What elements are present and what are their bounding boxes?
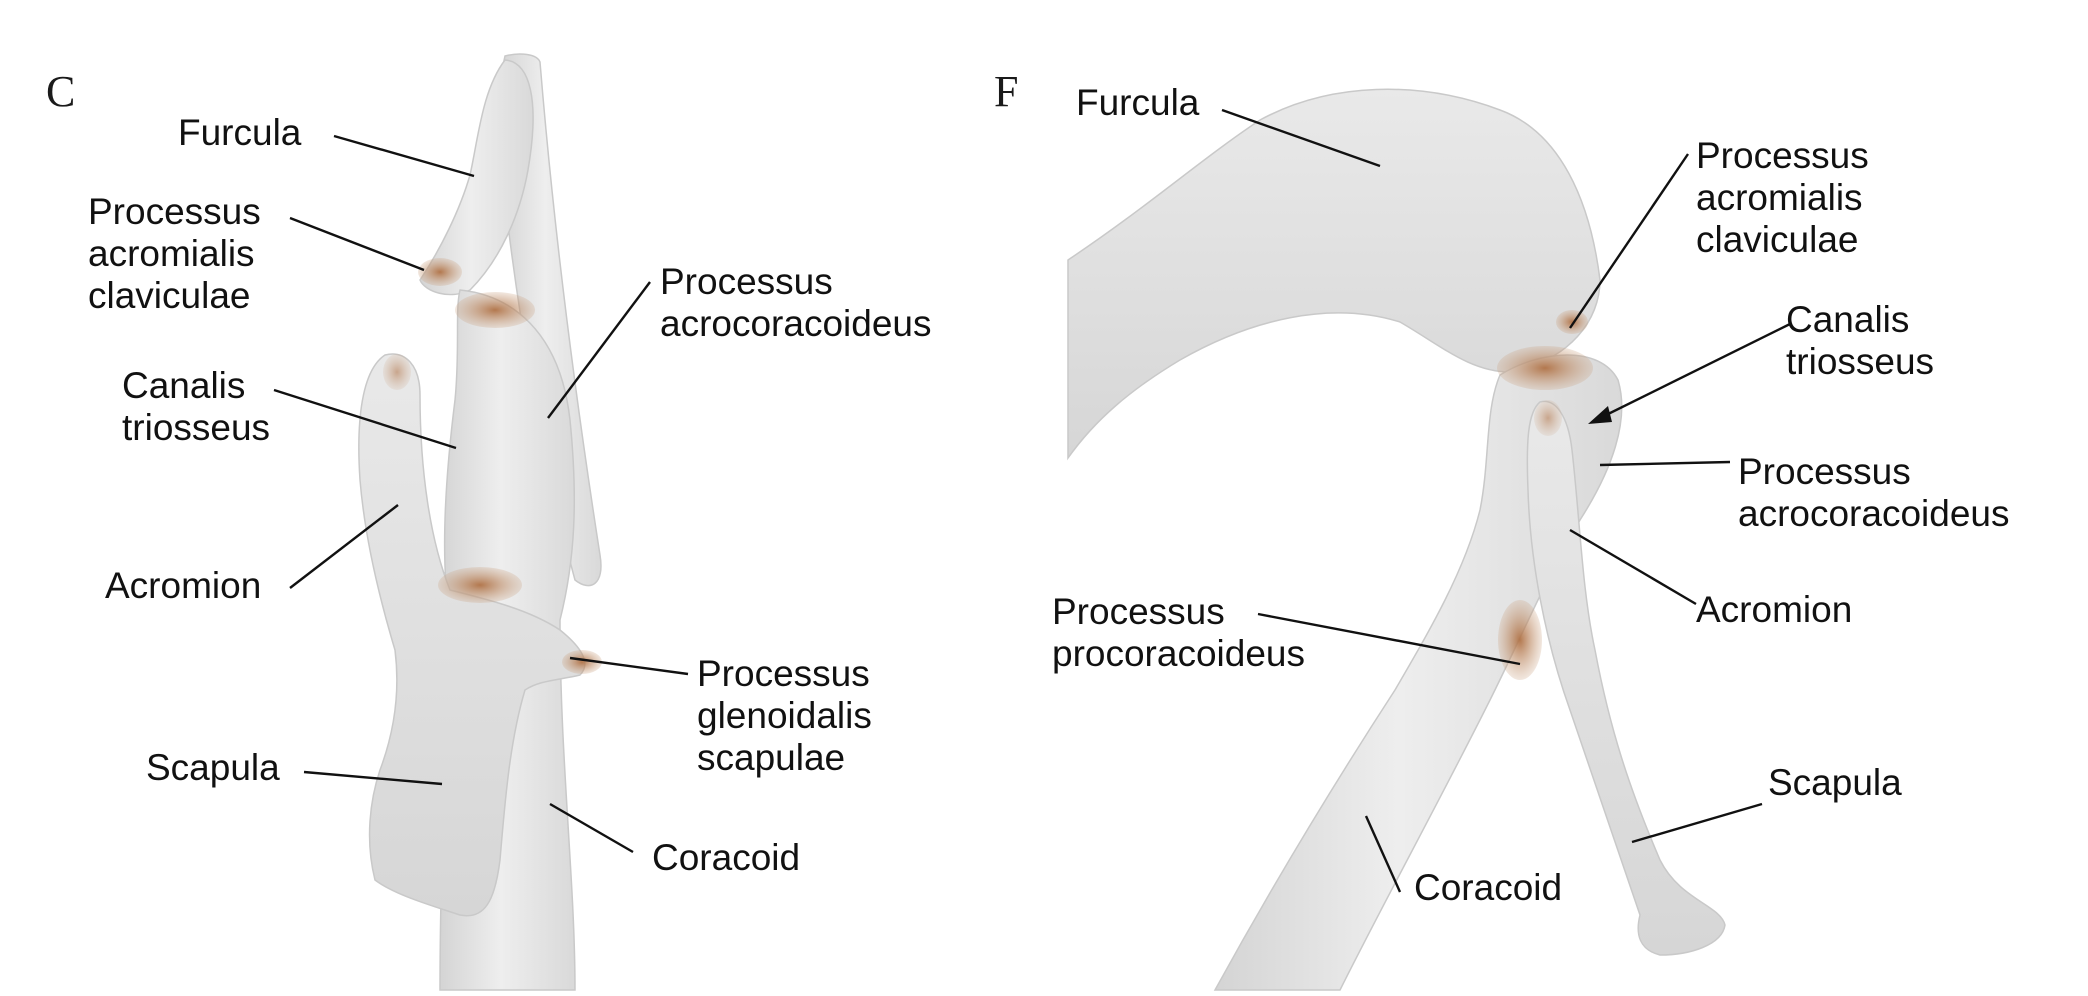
label-c-proc-acrocoracoideus: Processus acrocoracoideus [660,261,931,344]
cartilage-c-3 [438,567,522,603]
label-c-scapula: Scapula [146,747,280,788]
leader-c-canalis [273,388,457,450]
leader-c-coracoid [549,802,634,854]
leader-c-acrocoracoideus [547,281,651,419]
panel-letter-c: C [46,67,75,116]
leader-f-scapula [1631,802,1763,844]
cartilage-f-1 [1497,346,1593,390]
label-c-proc-acromialis-claviculae: Processus acromialis claviculae [88,191,271,316]
label-f-coracoid: Coracoid [1414,867,1562,908]
label-c-proc-glenoidalis-scapulae: Processus glenoidalis scapulae [697,653,882,778]
label-c-canalis-triosseus: Canalis triosseus [122,365,270,448]
cartilage-f-2 [1556,310,1588,334]
cartilage-c-5 [383,354,411,390]
leader-c-acromion [289,504,399,589]
label-f-scapula: Scapula [1768,762,1902,803]
label-f-canalis-triosseus: Canalis triosseus [1786,299,1934,382]
label-f-acromion: Acromion [1696,589,1852,630]
furcula-bone-f [1067,88,1601,461]
furcula-head-c [419,59,534,296]
label-f-proc-acrocoracoideus: Processus acrocoracoideus [1738,451,2009,534]
label-c-acromion: Acromion [105,565,261,606]
cartilage-c-2 [455,292,535,328]
panel-letter-f: F [994,67,1018,116]
cartilage-f-4 [1534,400,1562,436]
scapula-bone-f [1526,400,1726,956]
panel-c: C Furcula Processus acrom [46,53,931,991]
leader-f-furcula [1221,108,1381,168]
label-f-proc-acromialis-claviculae: Processus acromialis claviculae [1696,135,1879,260]
label-f-furcula: Furcula [1076,82,1200,123]
cartilage-c-1 [418,258,462,286]
label-c-furcula: Furcula [178,112,302,153]
leader-f-acromion [1569,528,1697,606]
cartilage-c-4 [562,650,602,674]
panel-f: F Furcula Processus acromialis [994,67,2009,991]
leader-f-acrocoracoideus [1599,460,1731,467]
leader-f-procoracoideus [1257,612,1521,666]
leader-c-glenoidalis [569,656,689,676]
panel-c-bones [358,53,602,991]
label-f-proc-procoracoideus: Processus procoracoideus [1052,591,1305,674]
leader-c-scapula [303,770,443,786]
leader-c-furcula [333,134,475,178]
cartilage-f-3 [1498,600,1542,680]
panel-f-bones [1067,88,1726,991]
label-c-coracoid: Coracoid [652,837,800,878]
leader-c-acromialis [289,216,425,272]
coracoid-bone-f [1213,354,1623,991]
leader-f-acromialis [1569,153,1689,329]
leader-f-canalis [1595,322,1791,422]
leader-f-coracoid [1364,815,1402,893]
canalis-arrowhead-f [1588,406,1612,424]
